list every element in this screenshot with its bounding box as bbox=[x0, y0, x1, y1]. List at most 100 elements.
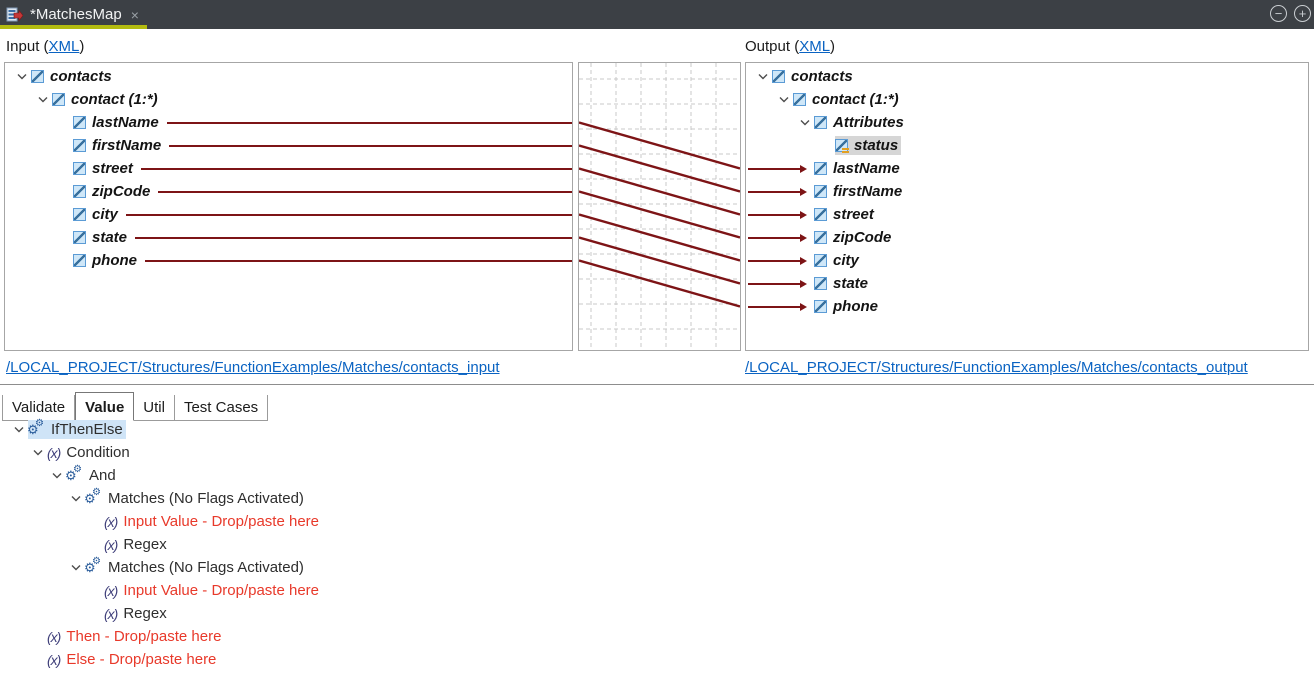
tree-item-city[interactable]: city bbox=[746, 249, 1308, 272]
expand-circle-button[interactable]: + bbox=[1294, 5, 1311, 22]
tab-validate[interactable]: Validate bbox=[2, 395, 76, 421]
function-tree-item-else-drop-paste-here[interactable]: (x)Else - Drop/paste here bbox=[0, 648, 1314, 671]
connection-firstname-to-firstname[interactable] bbox=[579, 144, 740, 193]
function-item-label: Regex bbox=[123, 605, 167, 622]
xml-element-icon bbox=[73, 162, 86, 175]
chevron-slot bbox=[796, 119, 814, 126]
collapse-circle-button[interactable]: − bbox=[1270, 5, 1287, 22]
tree-item-content: contact (1:*) bbox=[52, 90, 161, 109]
chevron-down-icon[interactable] bbox=[17, 73, 27, 80]
tree-item-street[interactable]: street bbox=[746, 203, 1308, 226]
function-tree-item-input-value-drop-paste-here[interactable]: (x)Input Value - Drop/paste here bbox=[0, 579, 1314, 602]
mapping-arrow[interactable] bbox=[748, 256, 807, 265]
function-tree-item-condition[interactable]: (x)Condition bbox=[0, 441, 1314, 464]
tree-item-content: contacts bbox=[31, 67, 115, 86]
function-gears-icon: ⚙⚙ bbox=[65, 464, 82, 483]
mapping-arrow[interactable] bbox=[748, 302, 807, 311]
close-icon[interactable]: × bbox=[130, 6, 139, 23]
tree-item-lastname[interactable]: lastName bbox=[5, 111, 572, 134]
mapping-arrow[interactable] bbox=[748, 279, 807, 288]
tree-item-attributes[interactable]: Attributes bbox=[746, 111, 1308, 134]
xml-element-icon bbox=[814, 185, 827, 198]
tree-item-phone[interactable]: phone bbox=[746, 295, 1308, 318]
function-item-label: Condition bbox=[66, 444, 130, 461]
connection-phone-to-phone[interactable] bbox=[579, 259, 740, 308]
tree-item-status[interactable]: status bbox=[746, 134, 1308, 157]
tree-item-phone[interactable]: phone bbox=[5, 249, 572, 272]
connection-state-to-state[interactable] bbox=[579, 236, 740, 285]
input-xml-link[interactable]: XML bbox=[48, 38, 80, 55]
mapping-line[interactable] bbox=[135, 236, 572, 239]
tree-item-street[interactable]: street bbox=[5, 157, 572, 180]
drop-target-label: Else - Drop/paste here bbox=[66, 651, 217, 668]
output-file-link[interactable]: /LOCAL_PROJECT/Structures/FunctionExampl… bbox=[745, 359, 1248, 376]
function-item-content: (x)Input Value - Drop/paste here bbox=[104, 512, 322, 531]
connection-city-to-city[interactable] bbox=[579, 213, 740, 262]
tree-item-label: contact (1:*) bbox=[812, 91, 899, 108]
chevron-down-icon[interactable] bbox=[71, 495, 81, 502]
connection-lastname-to-lastname[interactable] bbox=[579, 121, 740, 170]
tree-item-contact-1[interactable]: contact (1:*) bbox=[5, 88, 572, 111]
input-file-link[interactable]: /LOCAL_PROJECT/Structures/FunctionExampl… bbox=[6, 359, 500, 376]
tree-item-content: firstName bbox=[73, 136, 164, 155]
tree-item-label: zipCode bbox=[833, 229, 892, 246]
tree-item-firstname[interactable]: firstName bbox=[746, 180, 1308, 203]
mapping-line[interactable] bbox=[158, 190, 572, 193]
tree-item-label: status bbox=[854, 137, 899, 154]
mapping-line[interactable] bbox=[140, 167, 572, 170]
chevron-down-icon[interactable] bbox=[800, 119, 810, 126]
tree-item-lastname[interactable]: lastName bbox=[746, 157, 1308, 180]
horizontal-splitter[interactable] bbox=[0, 384, 1314, 385]
function-tree-item-input-value-drop-paste-here[interactable]: (x)Input Value - Drop/paste here bbox=[0, 510, 1314, 533]
tab-test-cases[interactable]: Test Cases bbox=[174, 395, 269, 421]
connection-zipcode-to-zipcode[interactable] bbox=[579, 190, 740, 239]
tree-item-state[interactable]: state bbox=[5, 226, 572, 249]
tree-item-zipcode[interactable]: zipCode bbox=[5, 180, 572, 203]
tree-item-contacts[interactable]: contacts bbox=[746, 65, 1308, 88]
function-tree-item-ifthenelse[interactable]: ⚙⚙IfThenElse bbox=[0, 418, 1314, 441]
input-pane-header: Input (XML) bbox=[6, 38, 84, 55]
xml-element-icon bbox=[814, 162, 827, 175]
xml-element-icon bbox=[73, 116, 86, 129]
xml-element-icon bbox=[73, 231, 86, 244]
tree-item-state[interactable]: state bbox=[746, 272, 1308, 295]
mapping-line[interactable] bbox=[145, 259, 572, 262]
tree-item-label: lastName bbox=[833, 160, 900, 177]
mapping-line[interactable] bbox=[169, 144, 572, 147]
connection-street-to-street[interactable] bbox=[579, 167, 740, 216]
chevron-down-icon[interactable] bbox=[71, 564, 81, 571]
chevron-down-icon[interactable] bbox=[33, 449, 43, 456]
mapping-line[interactable] bbox=[166, 121, 572, 124]
chevron-down-icon[interactable] bbox=[14, 426, 24, 433]
chevron-down-icon[interactable] bbox=[758, 73, 768, 80]
tree-item-contact-1[interactable]: contact (1:*) bbox=[746, 88, 1308, 111]
tree-item-content: phone bbox=[814, 297, 881, 316]
output-xml-link[interactable]: XML bbox=[799, 38, 831, 55]
output-header-suffix: ) bbox=[830, 38, 836, 55]
mapping-line[interactable] bbox=[125, 213, 572, 216]
function-tree-item-matches-no-flags-activated[interactable]: ⚙⚙Matches (No Flags Activated) bbox=[0, 556, 1314, 579]
chevron-down-icon[interactable] bbox=[779, 96, 789, 103]
tree-item-firstname[interactable]: firstName bbox=[5, 134, 572, 157]
function-tree-item-regex[interactable]: (x)Regex bbox=[0, 533, 1314, 556]
tree-item-contacts[interactable]: contacts bbox=[5, 65, 572, 88]
chevron-down-icon[interactable] bbox=[38, 96, 48, 103]
mapping-arrow[interactable] bbox=[748, 187, 807, 196]
chevron-down-icon[interactable] bbox=[52, 472, 62, 479]
tree-item-content: street bbox=[814, 205, 877, 224]
tab-util[interactable]: Util bbox=[134, 395, 175, 421]
function-tree-item-matches-no-flags-activated[interactable]: ⚙⚙Matches (No Flags Activated) bbox=[0, 487, 1314, 510]
tree-item-city[interactable]: city bbox=[5, 203, 572, 226]
mapping-arrow[interactable] bbox=[748, 164, 807, 173]
tree-item-zipcode[interactable]: zipCode bbox=[746, 226, 1308, 249]
function-tree-item-then-drop-paste-here[interactable]: (x)Then - Drop/paste here bbox=[0, 625, 1314, 648]
input-header-text: Input ( bbox=[6, 38, 49, 55]
function-tree-item-regex[interactable]: (x)Regex bbox=[0, 602, 1314, 625]
chevron-slot bbox=[10, 426, 28, 433]
document-tab-matchesmap[interactable]: *MatchesMap × bbox=[0, 0, 147, 29]
mapping-arrow[interactable] bbox=[748, 210, 807, 219]
mapping-canvas[interactable] bbox=[578, 62, 741, 351]
function-tree-item-and[interactable]: ⚙⚙And bbox=[0, 464, 1314, 487]
mapping-arrow[interactable] bbox=[748, 233, 807, 242]
tab-value[interactable]: Value bbox=[75, 392, 135, 421]
